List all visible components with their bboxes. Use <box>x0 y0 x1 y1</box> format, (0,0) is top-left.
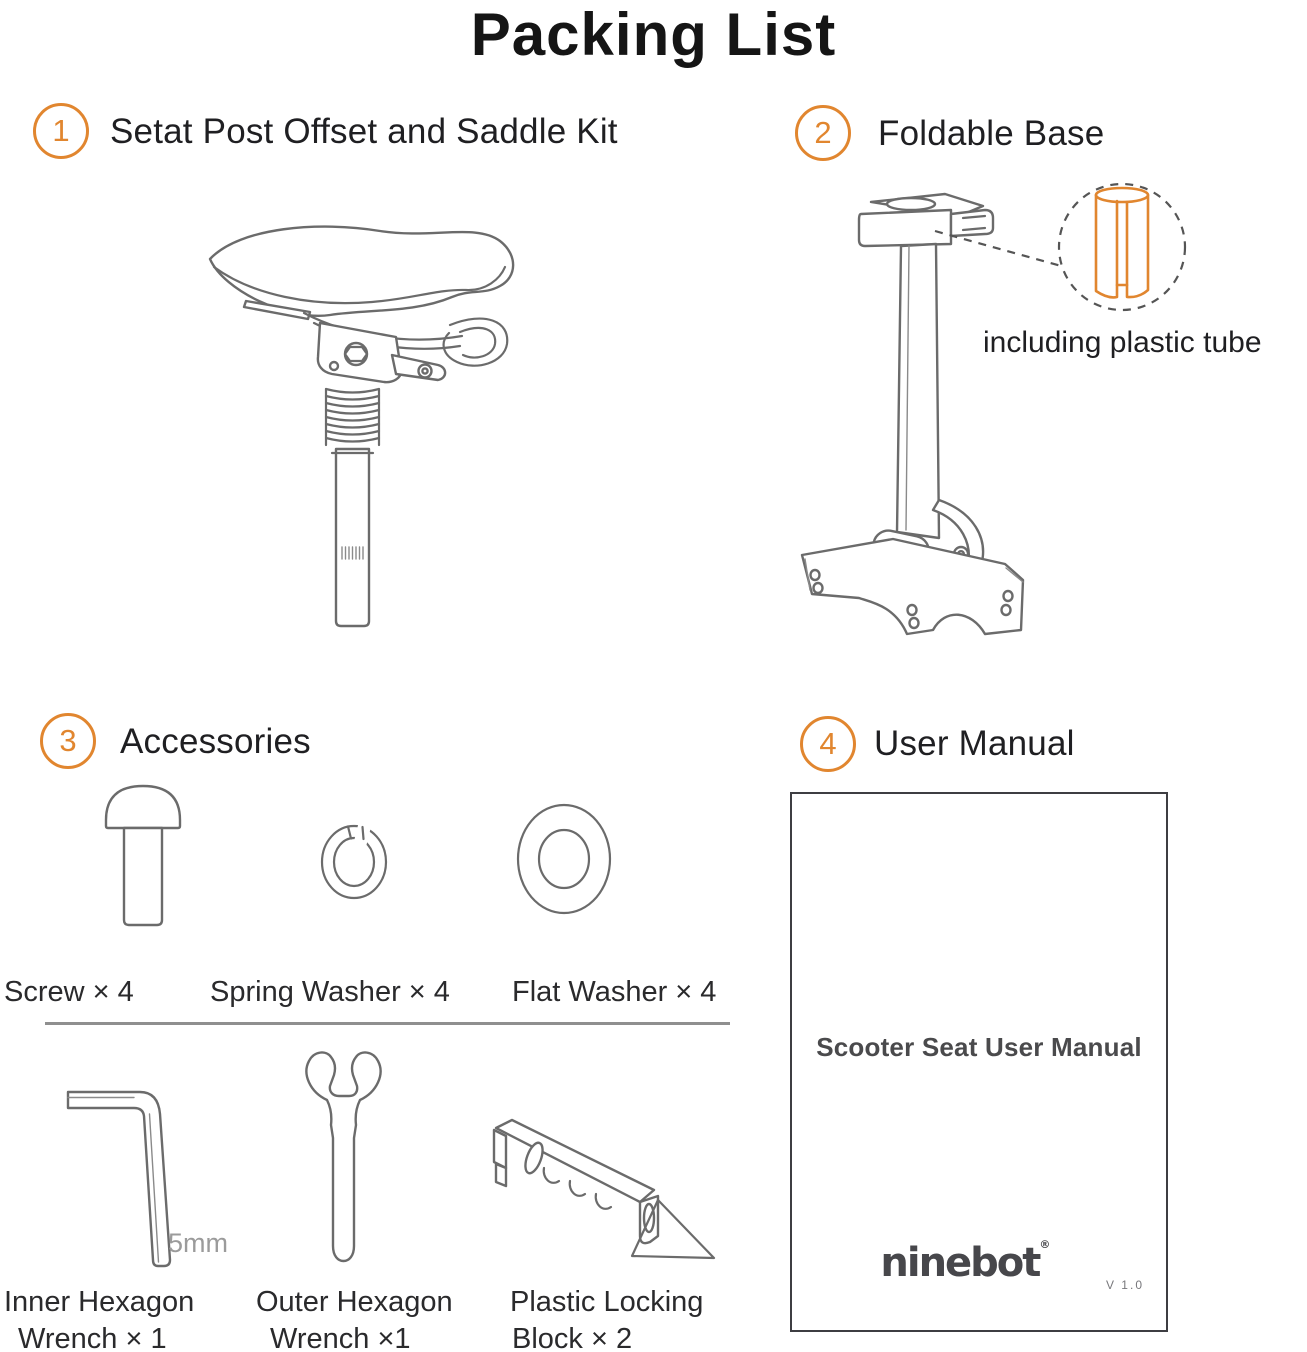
section-4-title: User Manual <box>874 724 1075 763</box>
plastic-locking-block-label: Plastic Locking Block × 2 <box>510 1286 704 1352</box>
seat-post-and-saddle-illustration <box>208 225 515 628</box>
screw-label: Screw × 4 <box>4 976 134 1008</box>
accessories-divider <box>45 1022 730 1025</box>
foldable-base-illustration <box>800 192 1025 636</box>
inner-hexagon-wrench-illustration <box>66 1090 172 1268</box>
section-1-title: Setat Post Offset and Saddle Kit <box>110 112 618 151</box>
plastic-locking-block-illustration <box>492 1118 716 1260</box>
spring-washer-label: Spring Washer × 4 <box>210 976 450 1008</box>
callout-dashed-circle <box>1057 182 1187 312</box>
section-2-number: 2 <box>814 115 832 150</box>
plastic-tube-callout-text: including plastic tube <box>983 326 1262 359</box>
plastic-tube-icon <box>1094 186 1150 299</box>
registered-mark: ® <box>1039 1238 1051 1251</box>
section-1-number-badge: 1 <box>33 103 89 159</box>
section-2-title: Foldable Base <box>878 114 1105 153</box>
flat-washer-illustration <box>516 803 612 915</box>
section-4-number: 4 <box>819 726 837 761</box>
spring-washer-illustration <box>320 818 388 900</box>
ninebot-logo: ninebot® <box>880 1238 1051 1286</box>
flat-washer-label: Flat Washer × 4 <box>512 976 717 1008</box>
section-3-number: 3 <box>59 723 77 758</box>
section-2-number-badge: 2 <box>795 105 851 161</box>
inner-hexagon-wrench-label: Inner Hexagon Wrench × 1 <box>4 1286 195 1352</box>
section-3-number-badge: 3 <box>40 713 96 769</box>
outer-hexagon-wrench-label: Outer Hexagon Wrench ×1 <box>256 1286 453 1352</box>
callout-leader-line <box>934 229 1066 269</box>
section-1-number: 1 <box>52 113 70 148</box>
section-3-title: Accessories <box>120 722 311 761</box>
manual-version: V 1.0 <box>1105 1278 1144 1292</box>
outer-hexagon-wrench-illustration <box>305 1051 382 1263</box>
plastic-tube-callout <box>934 182 1187 312</box>
screw-illustration <box>104 784 182 927</box>
user-manual-cover: Scooter Seat User Manual ninebot® V 1.0 <box>790 792 1168 1332</box>
hex-wrench-size-label: 5mm <box>168 1228 228 1258</box>
section-4-number-badge: 4 <box>800 716 856 772</box>
page-title: Packing List <box>470 1 837 68</box>
manual-cover-title: Scooter Seat User Manual <box>816 1032 1142 1062</box>
